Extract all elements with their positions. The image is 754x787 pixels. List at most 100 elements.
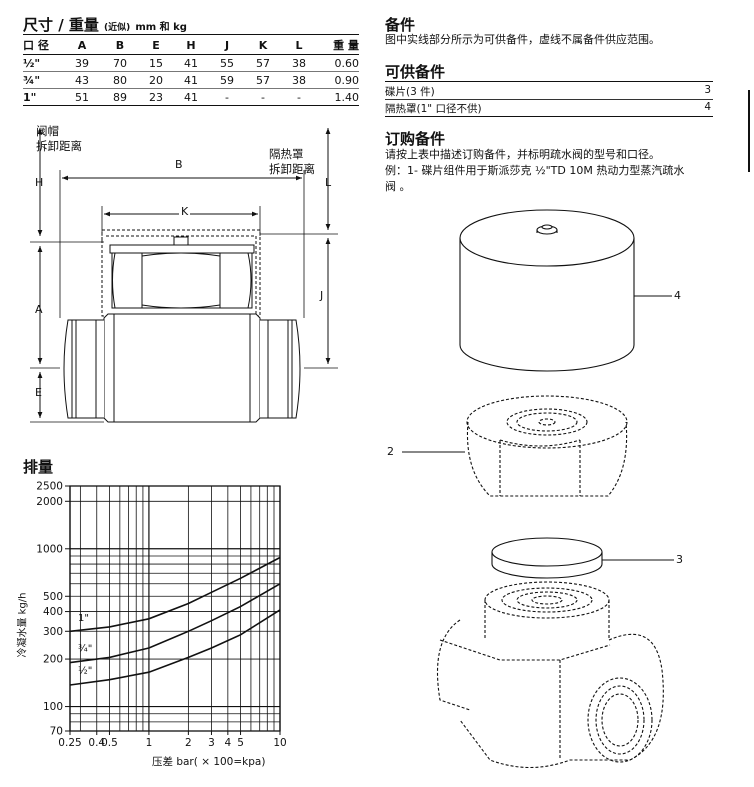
trap-body	[103, 313, 261, 423]
table-cell: 38	[281, 54, 317, 72]
dim-label-l: L	[325, 176, 332, 189]
part-label-3: 3	[676, 553, 683, 566]
series-label: 1"	[78, 613, 89, 624]
series-line	[69, 609, 281, 686]
x-tick-label: 2	[185, 737, 192, 749]
chart-xlabel: 压差 bar( × 100=kpa)	[152, 756, 266, 768]
disc	[491, 537, 603, 579]
cap-removal-label: 阀帽 拆卸距离	[36, 124, 82, 154]
order-line: 阀 。	[385, 180, 411, 193]
col-header: J	[209, 36, 245, 55]
table-cell: 43	[63, 71, 101, 89]
y-tick-label: 200	[43, 654, 63, 666]
y-tick-label: 1000	[36, 543, 63, 555]
spare-item-row: 隔热罩(1" 口径不供) 4	[385, 101, 713, 117]
dimensions-top-rule	[23, 34, 359, 35]
cap-label-line2: 拆卸距离	[36, 139, 82, 153]
shield-removal-label: 隔热罩 拆卸距离	[269, 147, 315, 177]
series-label: ¾"	[78, 643, 92, 654]
y-tick-label: 300	[43, 626, 63, 638]
order-line: 例：1- 碟片组件用于斯派莎克 ½"TD 10M 热动力型蒸汽疏水	[385, 164, 685, 177]
trap-dimension-drawing	[30, 128, 338, 423]
plot-frame	[69, 485, 281, 732]
cap-label-line1: 阀帽	[36, 124, 59, 138]
col-header: B	[101, 36, 139, 55]
part-label-4: 4	[674, 289, 681, 302]
order-line: 请按上表中描述订购备件，并标明疏水阀的型号和口径。	[385, 148, 660, 161]
x-tick-label: 0.5	[101, 737, 118, 749]
exploded-view-drawing	[402, 209, 674, 769]
spares-top-rule	[385, 81, 713, 82]
table-cell: 20	[139, 71, 173, 89]
order-instructions: 请按上表中描述订购备件，并标明疏水阀的型号和口径。 例：1- 碟片组件用于斯派莎…	[385, 147, 725, 195]
spares-title: 备件	[385, 16, 416, 34]
right-connection	[260, 319, 301, 419]
dimensions-table: 口 径 A B E H J K L 重 量 ½" 39 70 15 41 55 …	[23, 36, 359, 106]
x-tick-label: 0.25	[58, 737, 81, 749]
spare-item-name: 碟片(3 件)	[385, 86, 435, 98]
spare-item-row: 碟片(3 件) 3	[385, 84, 713, 100]
cap-ring	[109, 244, 255, 254]
table-cell: 23	[139, 88, 173, 106]
x-tick-label: 3	[208, 737, 215, 749]
shield-cylinder	[459, 209, 635, 372]
table-cell: -	[245, 88, 281, 106]
cap-dashed	[466, 395, 628, 497]
table-cell: -	[209, 88, 245, 106]
capacity-title: 排量	[23, 458, 54, 476]
dimensions-title: 尺寸 / 重量	[23, 16, 99, 34]
capacity-chart: 1"¾"½" 250020001000500400300200100700.25…	[36, 481, 286, 750]
order-spares-title: 订购备件	[385, 130, 446, 148]
y-tick-label: 70	[50, 726, 63, 738]
col-header: K	[245, 36, 281, 55]
part-label-2: 2	[387, 445, 394, 458]
spare-item-number: 4	[704, 101, 711, 113]
dim-label-a: A	[35, 303, 43, 316]
table-cell: 70	[101, 54, 139, 72]
shield-label-line2: 拆卸距离	[269, 162, 315, 176]
x-tick-label: 4	[224, 737, 231, 749]
dim-label-k: K	[179, 205, 191, 218]
dimensions-approx: (近似)	[104, 23, 131, 33]
y-tick-label: 2000	[36, 496, 63, 508]
dimensions-units: mm 和 kg	[135, 22, 187, 33]
chart-ylabel: 冷凝水量 kg/h	[17, 592, 29, 658]
table-cell: 80	[101, 71, 139, 89]
series-line	[69, 556, 281, 633]
col-header: H	[173, 36, 209, 55]
series-line	[69, 583, 281, 664]
dimensions-heading: 尺寸 / 重量 (近似) mm 和 kg	[23, 14, 187, 35]
table-cell: 38	[281, 71, 317, 89]
available-spares-title: 可供备件	[385, 63, 446, 81]
x-tick-label: 5	[237, 737, 244, 749]
table-row: ¾" 43 80 20 41 59 57 38 0.90	[23, 71, 359, 89]
spare-item-name: 隔热罩(1" 口径不供)	[385, 103, 482, 115]
dim-label-e: E	[35, 386, 42, 399]
table-row: 1" 51 89 23 41 - - - 1.40	[23, 88, 359, 106]
x-tick-label: 1	[146, 737, 153, 749]
table-cell: 57	[245, 54, 281, 72]
col-header: L	[281, 36, 317, 55]
spare-item-number: 3	[704, 84, 711, 96]
table-cell: 41	[173, 88, 209, 106]
dim-label-j: J	[320, 289, 324, 302]
y-tick-label: 400	[43, 606, 63, 618]
spares-description: 图中实线部分所示为可供备件，虚线不属备件供应范围。	[385, 33, 660, 46]
left-connection	[63, 319, 104, 419]
table-cell: 41	[173, 54, 209, 72]
chart-ylabel-wrap: 冷凝水量 kg/h	[12, 575, 30, 675]
table-cell: 89	[101, 88, 139, 106]
col-header: 重 量	[317, 36, 359, 55]
table-cell: 15	[139, 54, 173, 72]
body-dashed	[437, 581, 664, 769]
x-tick-label: 0.4	[88, 737, 105, 749]
table-cell: ¾"	[23, 71, 63, 89]
x-tick-label: 10	[273, 737, 286, 749]
y-tick-label: 2500	[36, 481, 63, 493]
shield-label-line1: 隔热罩	[269, 147, 304, 161]
table-cell: 0.60	[317, 54, 359, 72]
y-tick-label: 100	[43, 701, 63, 713]
table-cell: 59	[209, 71, 245, 89]
table-cell: 41	[173, 71, 209, 89]
table-cell: -	[281, 88, 317, 106]
